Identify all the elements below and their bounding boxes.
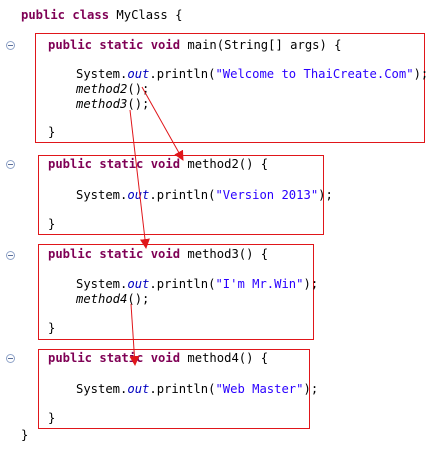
code-token: System.	[76, 188, 128, 202]
code-token: .println(	[149, 67, 216, 81]
method-name: method4	[76, 292, 128, 306]
method2-declaration: public static void method2() {	[48, 157, 268, 171]
method3-declaration: public static void method3() {	[48, 247, 268, 261]
code-token: System.	[76, 382, 128, 396]
code-token: System.	[76, 277, 128, 291]
collapse-fold-icon[interactable]	[6, 160, 15, 169]
method-signature: method2() {	[180, 157, 269, 171]
code-token: .println(	[149, 277, 216, 291]
method2-call: method2();	[76, 82, 149, 96]
static-field: out	[127, 67, 150, 81]
code-token: );	[303, 277, 319, 291]
method-name: method2	[76, 82, 128, 96]
string-literal: "I'm Mr.Win"	[215, 277, 304, 291]
method4-declaration: public static void method4() {	[48, 351, 268, 365]
code-token: .println(	[149, 188, 216, 202]
collapse-fold-icon[interactable]	[6, 41, 15, 50]
method2-close-brace: }	[48, 217, 56, 231]
code-token: ();	[127, 292, 150, 306]
string-literal: "Version 2013"	[215, 188, 319, 202]
class-declaration: public class MyClass {	[21, 8, 182, 22]
method4-call: method4();	[76, 292, 149, 306]
code-token: );	[413, 67, 429, 81]
keyword: public static void	[48, 247, 181, 261]
method4-println-statement: System.out.println("Web Master");	[76, 382, 318, 396]
method2-println-statement: System.out.println("Version 2013");	[76, 188, 333, 202]
method-signature: method4() {	[180, 351, 269, 365]
method-name: method3	[76, 97, 128, 111]
method4-highlight-box	[38, 349, 310, 429]
code-token: ();	[127, 97, 150, 111]
main-println-statement: System.out.println("Welcome to ThaiCreat…	[76, 67, 428, 81]
main-method-highlight-box	[35, 33, 425, 143]
keyword: public static void	[48, 38, 181, 52]
keyword: public class	[21, 8, 110, 22]
method3-highlight-box	[38, 244, 314, 340]
string-literal: "Welcome to ThaiCreate.Com"	[215, 67, 414, 81]
arrow-method4-to-method4-decl	[129, 303, 140, 366]
arrow-method2-to-method2-decl	[141, 86, 184, 161]
code-token: ();	[127, 82, 150, 96]
method4-close-brace: }	[48, 411, 56, 425]
method-signature: method3() {	[180, 247, 269, 261]
method3-println-statement: System.out.println("I'm Mr.Win");	[76, 277, 318, 291]
collapse-fold-icon[interactable]	[6, 251, 15, 260]
main-close-brace: }	[48, 125, 56, 139]
code-token: System.	[76, 67, 128, 81]
keyword: public static void	[48, 157, 181, 171]
code-token: .println(	[149, 382, 216, 396]
keyword: public static void	[48, 351, 181, 365]
main-method-declaration: public static void main(String[] args) {	[48, 38, 342, 52]
static-field: out	[127, 277, 150, 291]
method-signature: main(String[] args) {	[180, 38, 342, 52]
static-field: out	[127, 382, 150, 396]
code-token: );	[303, 382, 319, 396]
method3-call: method3();	[76, 97, 149, 111]
static-field: out	[127, 188, 150, 202]
string-literal: "Web Master"	[215, 382, 304, 396]
collapse-fold-icon[interactable]	[6, 354, 15, 363]
method3-close-brace: }	[48, 321, 56, 335]
class-name: MyClass {	[109, 8, 183, 22]
arrow-method3-to-method3-decl	[129, 109, 150, 249]
class-close-brace: }	[21, 428, 29, 442]
code-token: );	[318, 188, 333, 202]
